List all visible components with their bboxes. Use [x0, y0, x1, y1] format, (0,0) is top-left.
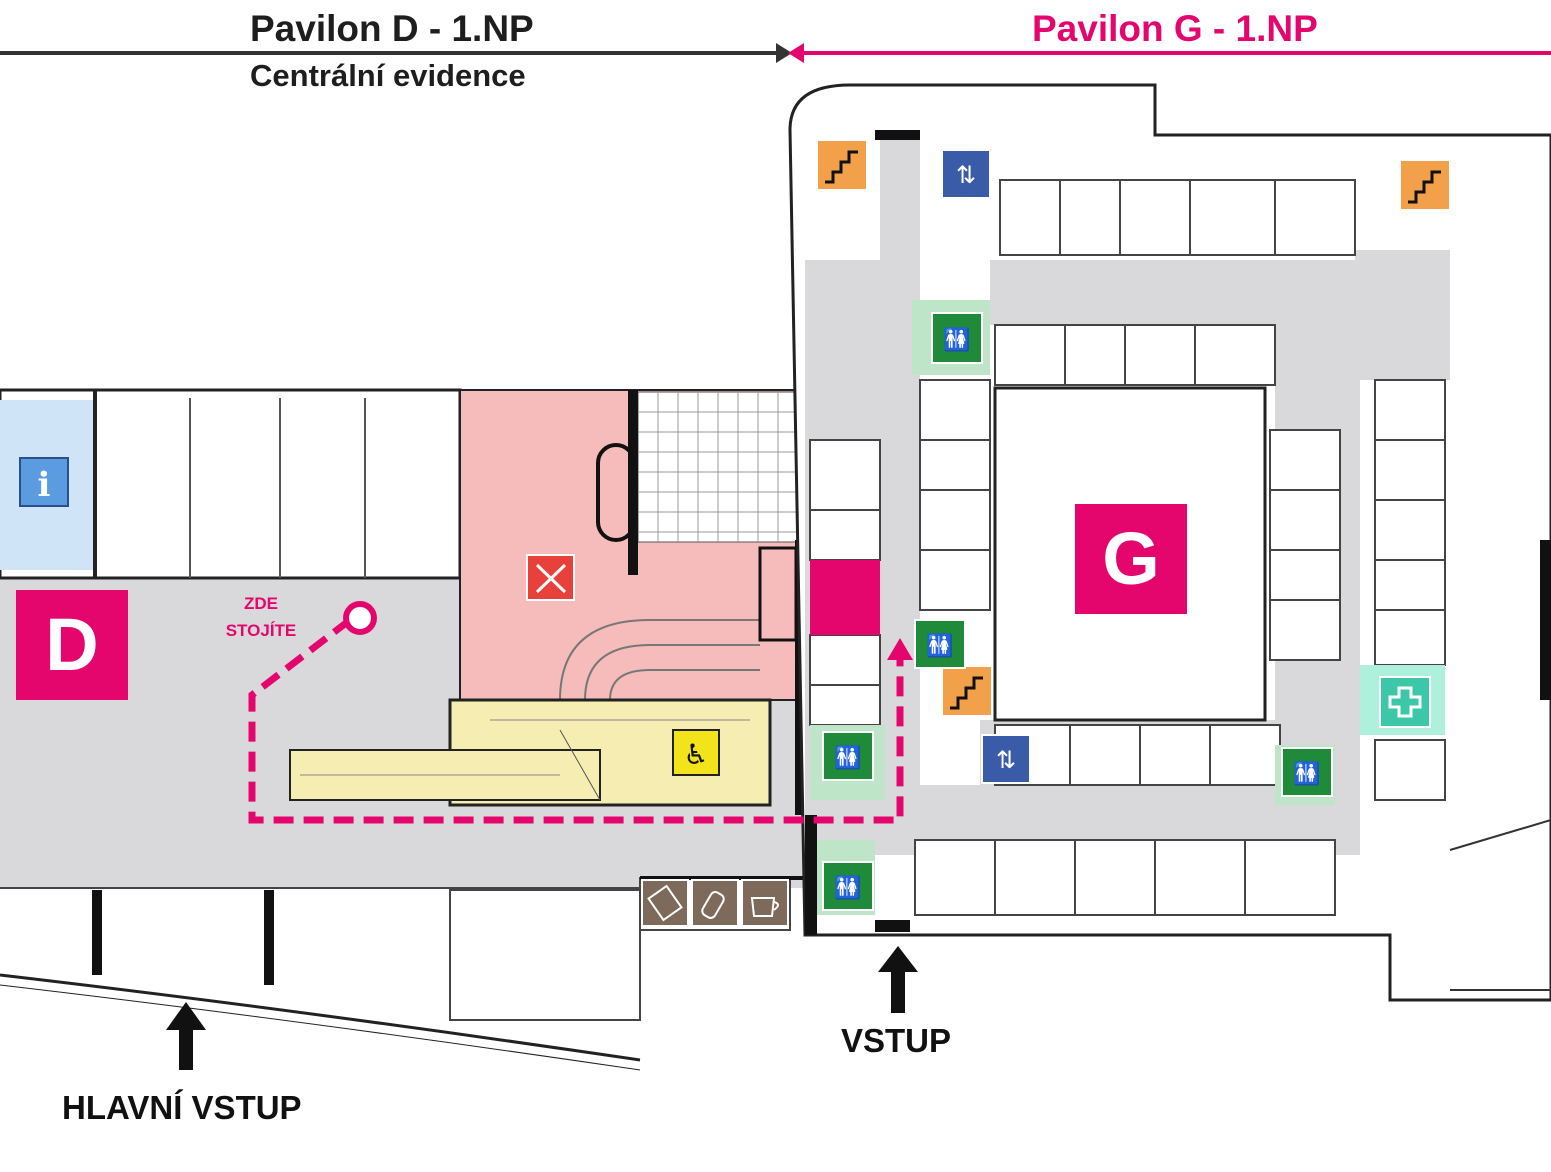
route-path — [248, 601, 913, 824]
toilets-icon: 🚻 — [822, 731, 874, 781]
stairs-icon — [941, 665, 993, 717]
main-entrance-label: HLAVNÍ VSTUP — [62, 1089, 302, 1126]
bottle-icon — [691, 879, 739, 927]
first-aid-icon — [1379, 676, 1431, 728]
toilets-icon: 🚻 — [914, 619, 966, 669]
svg-text:🚻: 🚻 — [834, 745, 861, 771]
you-are-here-marker — [343, 601, 377, 635]
restaurant-icon — [526, 554, 575, 601]
svg-text:🚻: 🚻 — [926, 633, 953, 659]
toilets-icon: 🚻 — [1281, 747, 1333, 797]
stairs-icon — [816, 139, 868, 191]
coffee-icon — [741, 879, 789, 927]
svg-text:⇅: ⇅ — [996, 746, 1016, 774]
side-entrance-arrow — [878, 946, 918, 1013]
pavilion-d-header-arrow — [0, 43, 792, 63]
toilets-icon: 🚻 — [822, 861, 874, 911]
main-entrance-arrow — [166, 1002, 206, 1070]
pavilion-d-title: Pavilon D - 1.NP — [250, 8, 534, 49]
svg-text:🚻: 🚻 — [1293, 761, 1320, 787]
chocolate-icon — [641, 879, 689, 927]
pavilion-g-title: Pavilon G - 1.NP — [1032, 8, 1318, 49]
svg-text:⇅: ⇅ — [956, 161, 976, 189]
elevator-icon: ⇅ — [941, 149, 991, 199]
svg-text:♿: ♿ — [683, 738, 708, 771]
wheelchair-ramp-icon: ♿ — [672, 729, 720, 776]
info-icon: i — [19, 457, 69, 507]
pavilion-d-badge: D — [16, 590, 128, 700]
svg-text:🚻: 🚻 — [943, 327, 970, 353]
svg-text:i: i — [38, 465, 51, 505]
side-entrance-label: VSTUP — [841, 1022, 952, 1059]
you-are-here-label-line2: STOJÍTE — [225, 621, 297, 640]
pavilion-g-header-arrow — [788, 43, 1551, 63]
elevator-icon: ⇅ — [981, 734, 1031, 784]
stairs-icon — [1399, 159, 1451, 211]
pavilion-g-badge: G — [1075, 504, 1187, 614]
toilets-icon: 🚻 — [931, 312, 983, 364]
pavilion-d-subtitle: Centrální evidence — [250, 58, 526, 93]
svg-text:🚻: 🚻 — [834, 875, 861, 901]
you-are-here-label-line1: ZDE — [244, 594, 278, 613]
